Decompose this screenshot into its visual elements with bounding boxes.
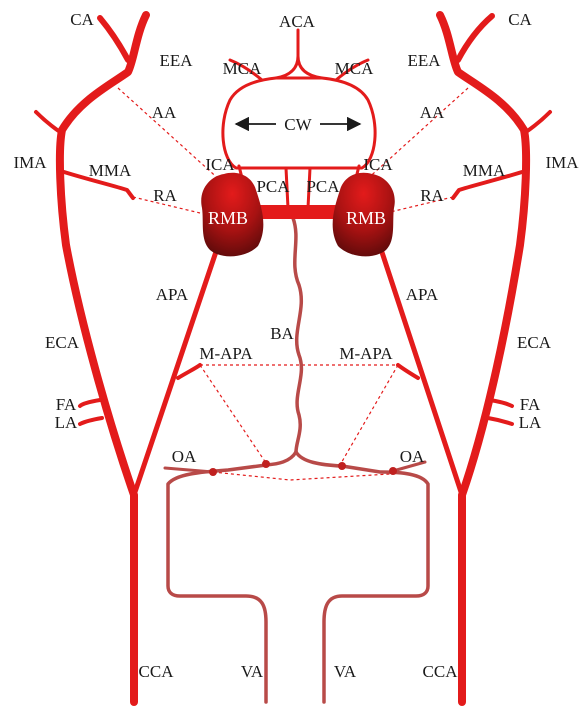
- label-mca-left: MCA: [223, 59, 262, 78]
- label-ra-left: RA: [153, 186, 177, 205]
- label-la-right: LA: [519, 413, 542, 432]
- label-oa-left: OA: [172, 447, 197, 466]
- aca-right: [298, 56, 322, 78]
- label-rmb-left: RMB: [208, 208, 248, 228]
- label-pca-left: PCA: [256, 177, 290, 196]
- label-ica-right: ICA: [363, 155, 393, 174]
- label-cca-left: CCA: [139, 662, 175, 681]
- label-ca-right: CA: [508, 10, 532, 29]
- label-va-right: VA: [334, 662, 357, 681]
- ima-right-branch: [526, 112, 550, 132]
- label-mca-right: MCA: [335, 59, 374, 78]
- m-apa-left-branch: [178, 365, 200, 378]
- label-la-left: LA: [55, 413, 78, 432]
- oa-right-node: [389, 467, 397, 475]
- label-fa-right: FA: [520, 395, 541, 414]
- label-m-apa-left: M-APA: [199, 344, 253, 363]
- fa-right: [490, 400, 512, 406]
- label-cw: CW: [284, 115, 312, 134]
- label-fa-left: FA: [56, 395, 77, 414]
- label-m-apa-right: M-APA: [339, 344, 393, 363]
- label-aa-right: AA: [420, 103, 445, 122]
- label-ima-right: IMA: [545, 153, 579, 172]
- la-right: [488, 418, 512, 424]
- ca-left: [100, 18, 128, 60]
- label-eea-right: EEA: [407, 51, 441, 70]
- eca-left: [60, 15, 146, 702]
- label-ica-left: ICA: [205, 155, 235, 174]
- m-apa-right-dashed: [340, 365, 398, 465]
- ca-right: [458, 16, 492, 60]
- label-ca-left: CA: [70, 10, 94, 29]
- label-oa-right: OA: [400, 447, 425, 466]
- label-cca-right: CCA: [423, 662, 459, 681]
- oa-left-branch: [165, 468, 213, 472]
- label-mma-right: MMA: [463, 161, 506, 180]
- label-pca-right: PCA: [306, 177, 340, 196]
- label-rmb-right: RMB: [346, 208, 386, 228]
- label-eca-left: ECA: [45, 333, 80, 352]
- label-eea-left: EEA: [159, 51, 193, 70]
- label-ima-left: IMA: [13, 153, 47, 172]
- right-carotid-system: [374, 15, 550, 702]
- oa-dashed: [213, 472, 390, 480]
- label-mma-left: MMA: [89, 161, 132, 180]
- fa-left: [80, 400, 100, 406]
- la-left: [80, 418, 102, 424]
- m-apa-right-branch: [398, 365, 418, 378]
- rmb-bridge: [248, 205, 348, 219]
- va-left-node: [262, 460, 270, 468]
- va-right-node: [338, 462, 346, 470]
- m-apa-left-dashed: [200, 365, 266, 463]
- basilar-artery: [293, 218, 301, 452]
- anastomosis-lines: [118, 88, 468, 480]
- label-eca-right: ECA: [517, 333, 552, 352]
- label-aca: ACA: [279, 12, 316, 31]
- label-ba: BA: [270, 324, 294, 343]
- aca-left: [276, 30, 298, 78]
- label-ra-right: RA: [420, 186, 444, 205]
- eca-right: [440, 15, 526, 702]
- vertebral-artery-left: [168, 452, 296, 702]
- label-apa-left: APA: [156, 285, 189, 304]
- oa-left-node: [209, 468, 217, 476]
- label-apa-right: APA: [406, 285, 439, 304]
- left-carotid-system: [36, 15, 224, 702]
- vertebral-artery-right: [296, 452, 428, 702]
- ima-left-branch: [36, 112, 60, 132]
- label-va-left: VA: [241, 662, 264, 681]
- label-aa-left: AA: [152, 103, 177, 122]
